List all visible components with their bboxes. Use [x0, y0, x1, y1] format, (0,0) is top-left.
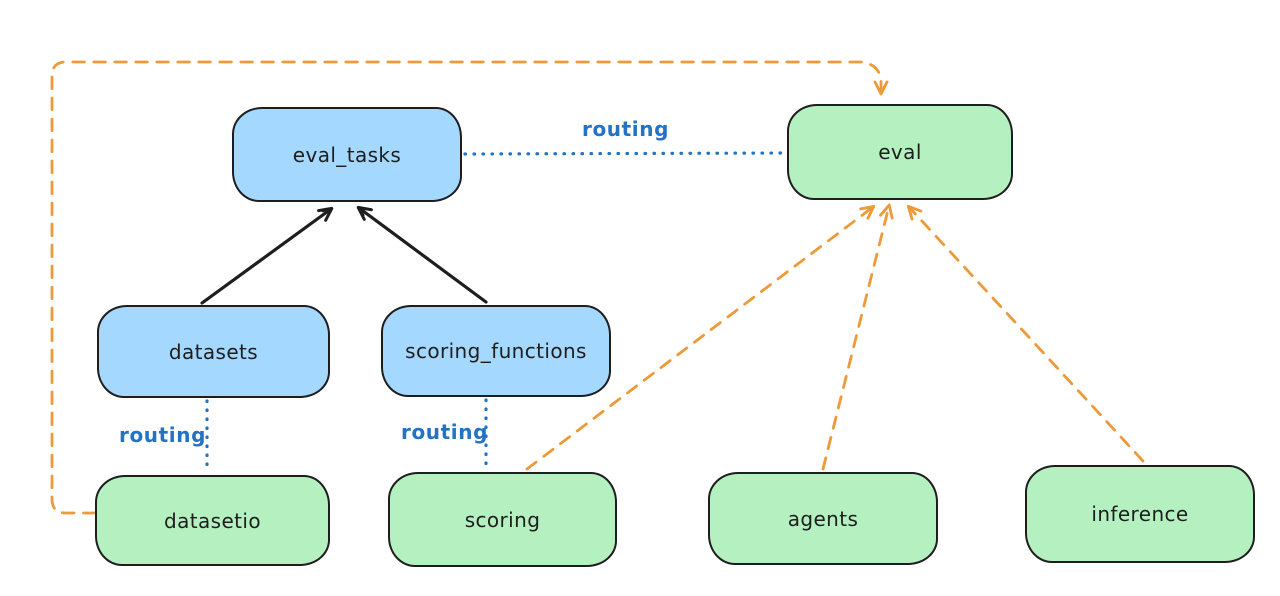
edge-datasetio-to-eval	[50, 60, 889, 515]
node-scoring-label: scoring	[464, 507, 541, 532]
node-scoring: scoring	[388, 472, 617, 567]
node-agents-label: agents	[787, 506, 859, 531]
node-datasetio-label: datasetio	[163, 508, 261, 533]
edge-label-routing-datasets-datasetio: routing	[119, 423, 207, 447]
node-agents: agents	[708, 472, 938, 565]
edge-label-routing-eval-tasks-eval: routing	[582, 117, 670, 141]
edge-datasets-to-eval-tasks	[200, 206, 334, 305]
edge-inference-to-eval	[906, 204, 1145, 463]
node-datasets-label: datasets	[168, 339, 259, 364]
node-inference-label: inference	[1091, 502, 1189, 526]
node-inference: inference	[1025, 465, 1255, 563]
edge-label-routing-scoring-functions-scoring: routing	[401, 420, 489, 444]
edge-scoring-to-eval	[525, 204, 876, 471]
node-eval-tasks: eval_tasks	[232, 107, 462, 202]
node-datasetio: datasetio	[95, 475, 330, 566]
node-eval-label: eval	[878, 140, 922, 164]
node-datasets: datasets	[97, 305, 330, 398]
edge-eval-tasks-to-eval-routing	[463, 151, 787, 156]
node-eval-tasks-label: eval_tasks	[292, 142, 402, 167]
node-scoring-functions: scoring_functions	[381, 305, 611, 397]
edge-scoring-functions-to-eval-tasks	[356, 205, 488, 304]
edge-agents-to-eval	[821, 203, 894, 471]
node-eval: eval	[787, 104, 1013, 200]
node-scoring-functions-label: scoring_functions	[405, 339, 587, 363]
